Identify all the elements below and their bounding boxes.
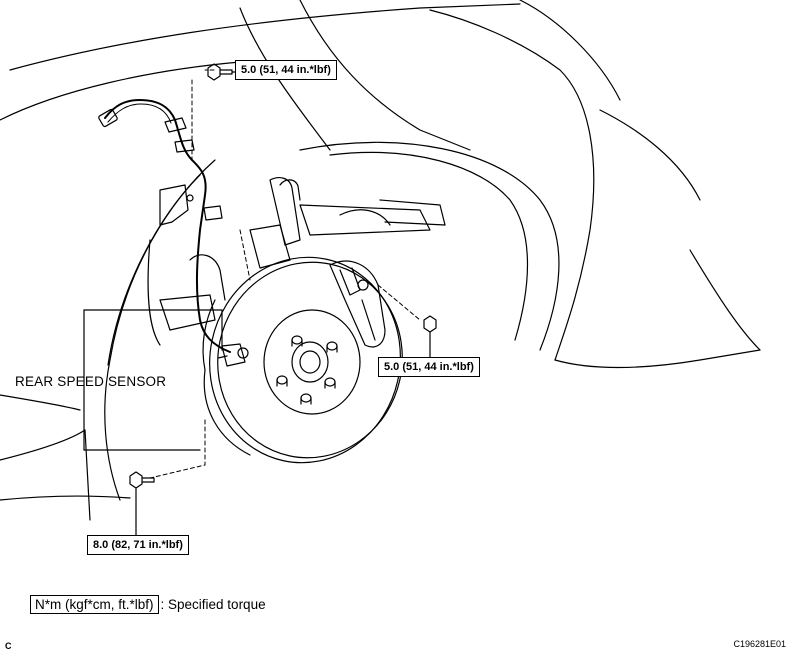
- callout-leaders: [83, 71, 431, 537]
- figure-id: C196281E01: [733, 639, 786, 649]
- dashed-guide-lines: [149, 69, 421, 479]
- wheel-stud: [291, 335, 303, 347]
- wheel-stud: [324, 377, 336, 389]
- torque-legend: N*m (kgf*cm, ft.*lbf): Specified torque: [30, 595, 266, 614]
- torque-spec-callout: 5.0 (51, 44 in.*lbf): [378, 357, 480, 377]
- bolt: [129, 471, 155, 489]
- wheel-stud: [326, 341, 338, 353]
- torque-spec-callout: 5.0 (51, 44 in.*lbf): [235, 60, 337, 80]
- sensor-wire-harness: [98, 99, 231, 353]
- wheel-studs: [276, 335, 338, 405]
- suspension-components: [159, 177, 446, 331]
- wheel-stud: [276, 375, 288, 387]
- brake-caliper: [329, 260, 386, 348]
- speed-sensor: [217, 343, 249, 367]
- rear-speed-sensor-label: REAR SPEED SENSOR: [15, 374, 167, 389]
- torque-spec-callout: 8.0 (82, 71 in.*lbf): [87, 535, 189, 555]
- legend-description: : Specified torque: [160, 597, 266, 612]
- legend-unit-box: N*m (kgf*cm, ft.*lbf): [30, 595, 159, 614]
- wheel-stud: [300, 393, 312, 405]
- corner-code: C: [5, 641, 12, 651]
- vehicle-body-outline: [0, 0, 761, 521]
- bolt: [207, 63, 233, 81]
- bolt: [423, 315, 437, 343]
